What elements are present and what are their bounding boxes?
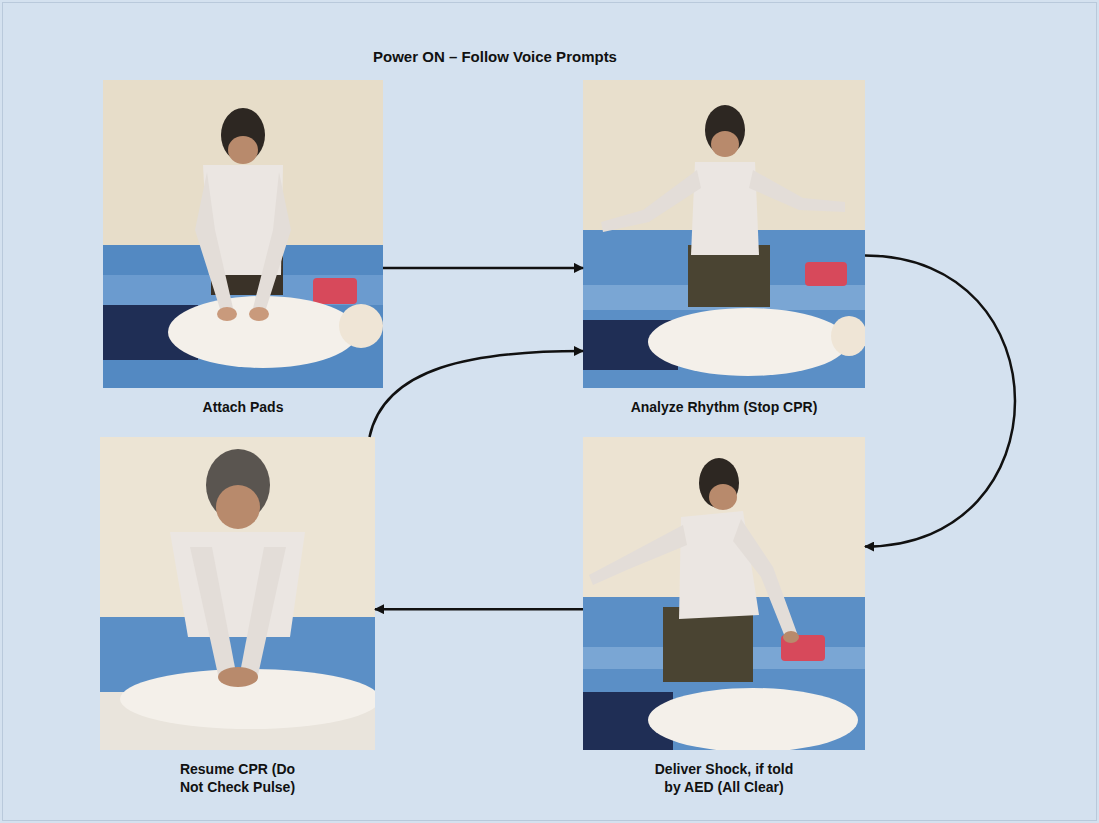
cpr-photo xyxy=(103,80,383,388)
step-panel: Attach Pads xyxy=(103,80,383,388)
flow-arrow xyxy=(865,256,1015,547)
flow-arrow xyxy=(383,267,583,270)
step-panel: Resume CPR (Do Not Check Pulse) xyxy=(100,437,375,750)
cpr-photo xyxy=(583,437,865,750)
flow-arrow xyxy=(370,351,584,437)
cpr-photo xyxy=(583,80,865,388)
step-caption: Attach Pads xyxy=(133,398,353,416)
flow-arrow xyxy=(375,608,583,611)
step-caption: Deliver Shock, if told by AED (All Clear… xyxy=(624,760,824,796)
step-panel: Analyze Rhythm (Stop CPR) xyxy=(583,80,865,388)
step-panel: Deliver Shock, if told by AED (All Clear… xyxy=(583,437,865,750)
step-caption: Analyze Rhythm (Stop CPR) xyxy=(594,398,854,416)
cpr-photo xyxy=(100,437,375,750)
step-caption: Resume CPR (Do Not Check Pulse) xyxy=(158,760,318,796)
diagram-title: Power ON – Follow Voice Prompts xyxy=(335,48,655,65)
